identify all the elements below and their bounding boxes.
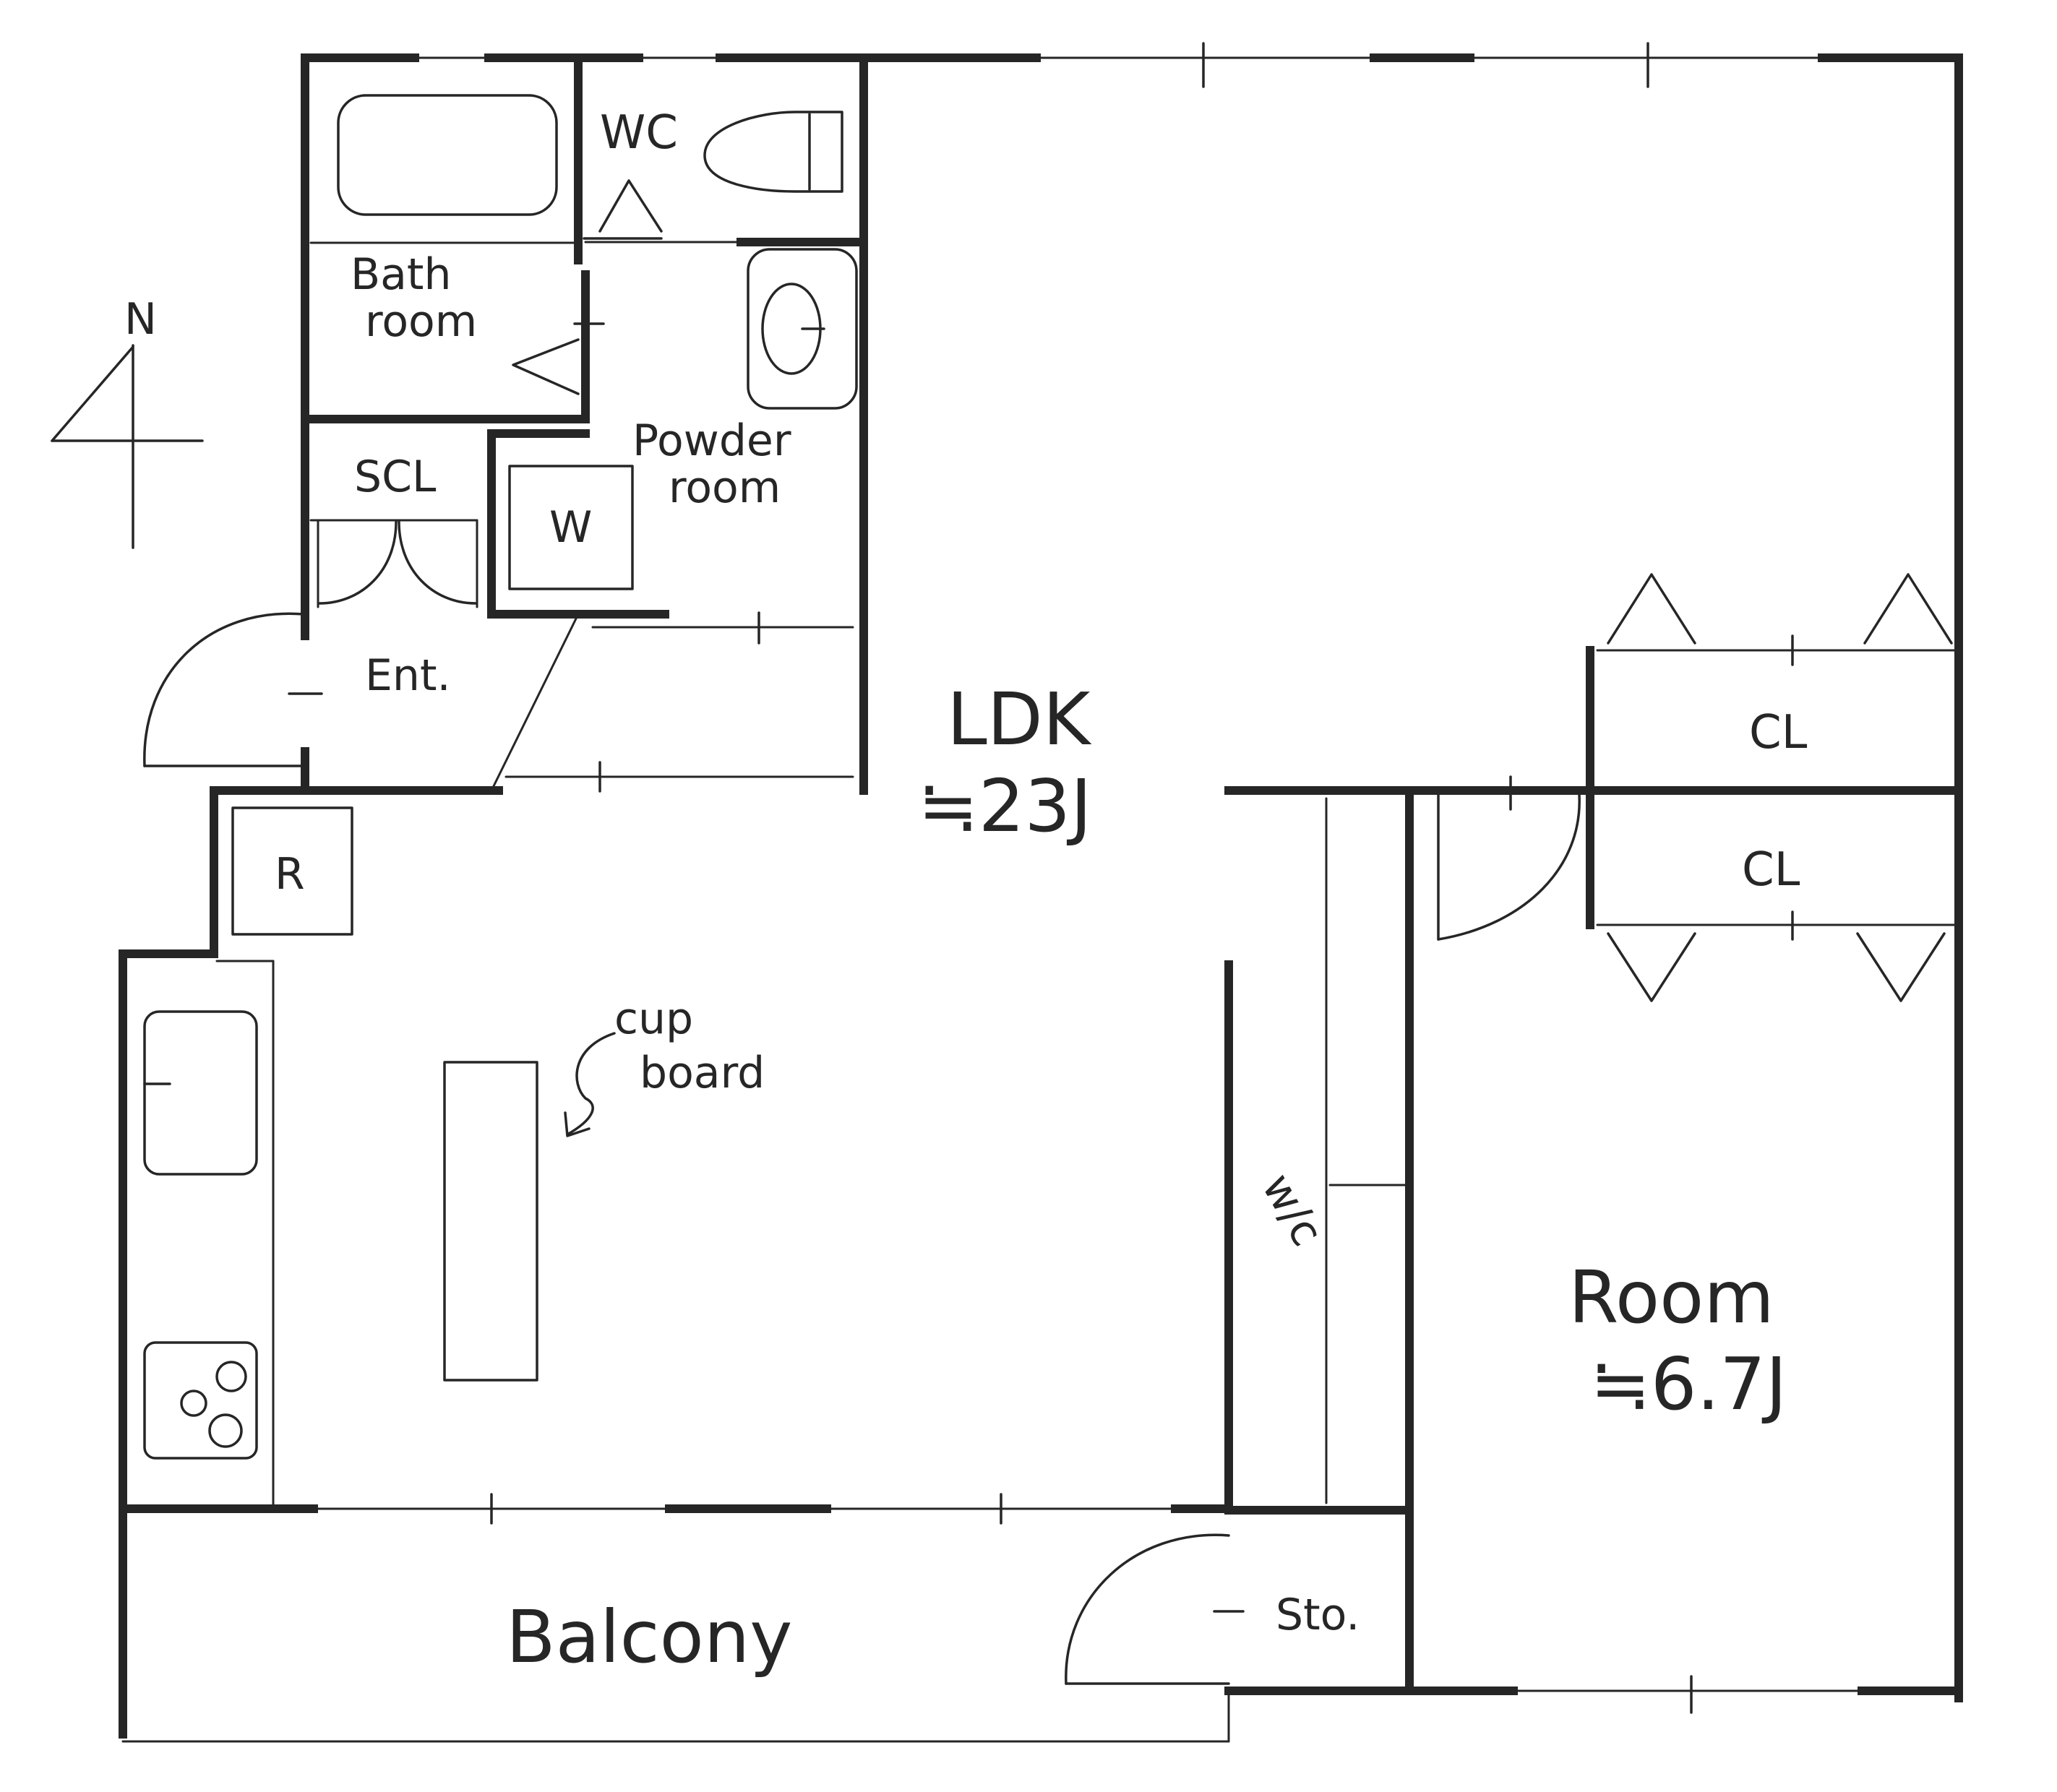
storage-door	[1065, 1533, 1245, 1685]
washbasin-icon	[747, 248, 858, 410]
refrigerator-icon: R	[231, 806, 353, 936]
north-arrow-icon: N	[51, 294, 204, 549]
kitchen-counter	[143, 960, 275, 1510]
cupboard-label-line2: board	[640, 1048, 765, 1098]
washing-machine-icon: W	[508, 465, 634, 590]
entrance-door	[143, 612, 323, 767]
stove-icon	[143, 1341, 258, 1460]
wc-label: WC	[600, 106, 678, 160]
closet-lower-label: CL	[1742, 843, 1800, 897]
north-arrow-head	[51, 345, 134, 442]
ldk-label: LDK	[947, 677, 1092, 762]
bathtub-icon	[337, 94, 558, 216]
toilet-icon	[703, 111, 843, 193]
bathroom-label-line1: Bath	[351, 249, 451, 300]
washer-label: W	[549, 502, 592, 553]
powder-room-label-line1: Powder	[632, 415, 791, 466]
shoe-closet-label: SCL	[354, 452, 437, 502]
room-label: Room	[1568, 1255, 1774, 1340]
bathroom-label-line2: room	[365, 296, 477, 347]
walk-in-closet-label: w/c	[1252, 1166, 1333, 1255]
cupboard-icon	[443, 1061, 538, 1382]
balcony-label: Balcony	[506, 1595, 792, 1679]
room-size-label: ≒6.7J	[1590, 1342, 1787, 1426]
shoe-closet-doors	[317, 519, 478, 608]
powder-room-label-line2: room	[669, 462, 781, 513]
cupboard-label-line1: cup	[614, 994, 693, 1044]
refrigerator-label: R	[275, 849, 305, 900]
ldk-size-label: ≒23J	[918, 764, 1092, 848]
closets	[1325, 573, 1960, 1504]
entrance-label: Ent.	[365, 650, 451, 701]
storage-label: Sto.	[1276, 1590, 1360, 1640]
compass-label: N	[124, 294, 157, 345]
balcony-outline	[121, 1689, 1230, 1743]
kitchen-sink-icon	[143, 1010, 258, 1176]
windows-top	[304, 42, 1960, 88]
room-door	[1437, 775, 1584, 941]
wet-area	[306, 53, 868, 793]
cupboard-arrow	[566, 1032, 616, 1136]
closet-upper-label: CL	[1749, 706, 1808, 759]
windows-south	[302, 1493, 1859, 1714]
